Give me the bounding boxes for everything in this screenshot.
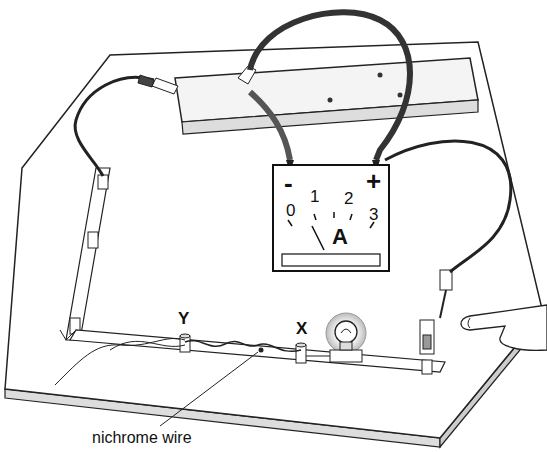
ammeter: - +01 23A: [272, 164, 390, 272]
black-lead: [385, 141, 511, 272]
bulb-glow: [326, 313, 366, 353]
scale-number: 3: [369, 206, 378, 223]
terminal-label: Y: [178, 310, 189, 327]
light-bulb: [335, 321, 357, 343]
terminal-strip: [70, 330, 445, 372]
terminal-label: X: [296, 320, 307, 337]
clip-post: [98, 175, 108, 189]
battery-holder: [182, 100, 478, 134]
nichrome-wire: [185, 341, 301, 352]
leader-line: [160, 352, 258, 426]
meter-window: [282, 254, 380, 266]
polarity-sign: +: [366, 168, 381, 194]
strip-corner: [60, 330, 76, 340]
part-label: nichrome wire: [92, 430, 192, 446]
press-switch: [423, 335, 431, 349]
polarity-sign: -: [284, 170, 293, 196]
pressing-hand: [461, 305, 547, 350]
unit-label: A: [332, 226, 348, 248]
screw: [398, 93, 403, 98]
terminal-post-x: [296, 345, 306, 363]
scale-number: 0: [286, 202, 295, 219]
loose-wire: [55, 338, 185, 385]
red-lead: [250, 12, 410, 160]
bulb-holder: [330, 350, 362, 362]
clip-post: [88, 232, 98, 248]
crocodile-clip: [440, 270, 452, 290]
lead-wire: [440, 290, 446, 318]
press-switch: [420, 320, 434, 354]
strip-wire: [306, 356, 330, 357]
screw: [378, 73, 383, 78]
clip-post: [422, 360, 432, 374]
dial-tick: [333, 212, 335, 218]
scale-number: 2: [344, 190, 353, 207]
crocodile-clip: [138, 75, 154, 87]
bulb-filament: [341, 329, 351, 333]
battery-terminal: [152, 78, 178, 94]
terminal-post-x: [296, 343, 306, 347]
meter-needle: [312, 226, 324, 250]
scale-number: 1: [310, 188, 319, 205]
dial-tick: [350, 214, 352, 220]
leader-dot: [259, 348, 264, 353]
terminal-post-y: [180, 334, 190, 338]
wooden-board: [5, 42, 543, 438]
black-lead: [75, 77, 154, 176]
screw: [328, 98, 333, 103]
bulb-base: [340, 342, 352, 350]
terminal-strip: [66, 168, 110, 340]
loose-wire: [110, 341, 185, 350]
dial-tick: [288, 220, 292, 226]
black-lead: [250, 92, 290, 160]
dial-tick: [314, 214, 316, 220]
fingernail: [468, 318, 470, 328]
